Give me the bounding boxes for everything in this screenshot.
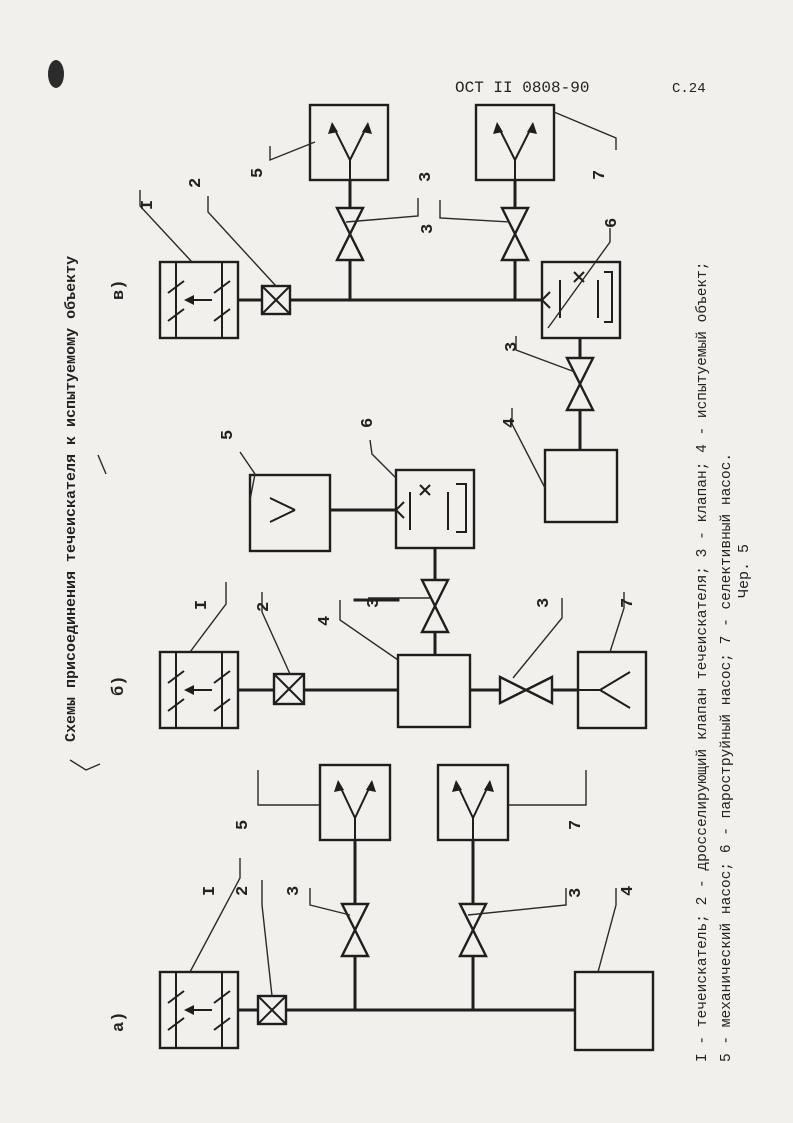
scheme-a-label: а) (110, 1012, 129, 1032)
valve-icon (565, 356, 595, 412)
label-4: 4 (316, 616, 335, 626)
valve-icon (498, 675, 554, 705)
label-1: I (139, 200, 158, 210)
scheme-b: I 2 4 3 3 7 5 6 (158, 418, 648, 730)
valve-icon (340, 902, 370, 958)
label-3: 3 (285, 886, 304, 896)
label-6: 6 (603, 218, 622, 228)
legend-line-1: I - течеискатель; 2 - дросселирующий кла… (694, 261, 711, 1062)
label-5: 5 (249, 168, 268, 178)
valve-icon (500, 206, 530, 262)
leak-detector-icon (158, 970, 240, 1050)
figure-title: Схемы присоединения течеискателя к испыт… (63, 256, 80, 742)
label-4: 4 (501, 418, 520, 428)
valve-icon (335, 206, 365, 262)
label-2: 2 (255, 602, 274, 612)
throttle-valve-icon (256, 994, 288, 1026)
scheme-c: I 2 5 3 3 7 6 3 4 (139, 103, 622, 524)
scheme-a: I 2 3 5 3 7 4 (158, 763, 655, 1052)
label-3: 3 (535, 598, 554, 608)
label-5: 5 (234, 820, 253, 830)
throttle-valve-icon (272, 672, 306, 706)
label-4: 4 (619, 886, 638, 896)
label-2: 2 (234, 886, 253, 896)
scan-mark (97, 454, 107, 475)
test-object-box (396, 653, 472, 729)
scheme-c-label: в) (110, 280, 129, 300)
leak-detector-icon (158, 650, 240, 730)
selective-pump-icon (474, 103, 556, 182)
label-6: 6 (359, 418, 378, 428)
scheme-b-label: б) (110, 676, 129, 696)
diffusion-pump-icon (540, 260, 622, 340)
diffusion-pump-icon (394, 468, 476, 550)
mechanical-pump-icon (248, 473, 332, 553)
legend-line-2: 5 - механический насос; 6 - пароструйный… (718, 453, 735, 1062)
selective-pump-icon (436, 763, 510, 842)
label-3: 3 (417, 172, 436, 182)
throttle-valve-icon (260, 284, 292, 316)
scan-mark (69, 759, 101, 771)
test-object-box (573, 970, 655, 1052)
label-5: 5 (219, 430, 238, 440)
label-3: 3 (365, 598, 384, 608)
mechanical-pump-icon (308, 103, 390, 182)
test-object-box (543, 448, 619, 524)
leak-detector-icon (158, 260, 240, 340)
label-7: 7 (567, 820, 586, 830)
label-3: 3 (503, 342, 522, 352)
sheet-note: Чер. 5 (736, 544, 753, 598)
label-3: 3 (567, 888, 586, 898)
label-2: 2 (187, 178, 206, 188)
selective-pump-icon (576, 650, 648, 730)
label-7: 7 (591, 170, 610, 180)
label-1: I (193, 600, 212, 610)
mechanical-pump-icon (318, 763, 392, 842)
label-3: 3 (419, 224, 438, 234)
document-code: ОСТ II 0808-90 (455, 79, 589, 97)
page-number: С.24 (672, 81, 706, 97)
valve-icon (420, 578, 450, 634)
label-1: I (201, 886, 220, 896)
label-7: 7 (619, 598, 638, 608)
valve-icon (458, 902, 488, 958)
scan-blot (48, 60, 64, 88)
